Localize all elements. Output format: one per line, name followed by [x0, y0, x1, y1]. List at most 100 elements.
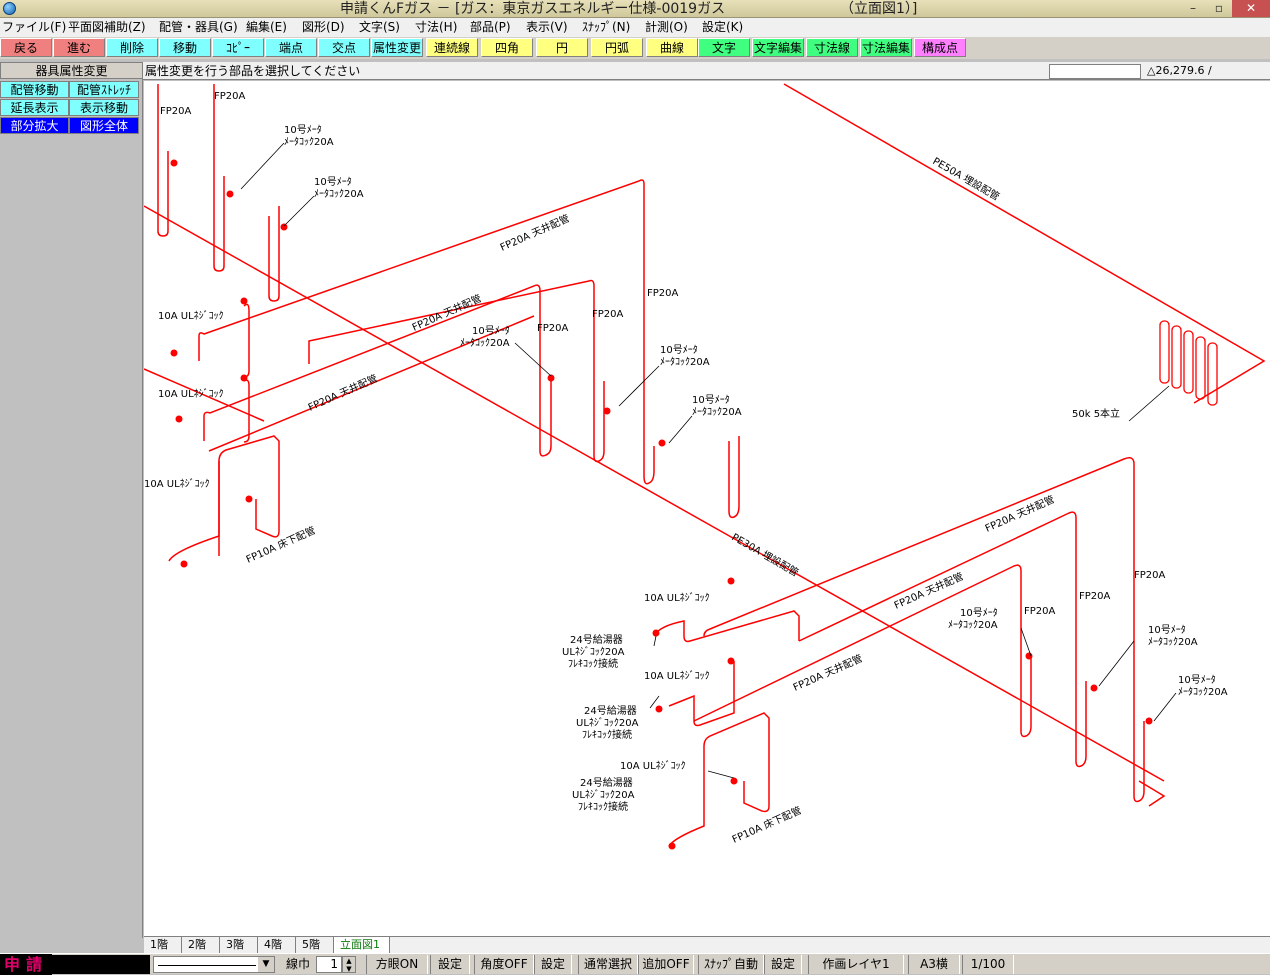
- label-ul-cock[interactable]: 10A ULﾈｼﾞｺｯｸ: [644, 670, 710, 682]
- dimension-line-button[interactable]: 寸法線: [806, 38, 858, 57]
- tab-floor-3[interactable]: 3階: [220, 937, 258, 953]
- label-buried-pe50a[interactable]: PE50A 埋設配管: [931, 154, 1003, 203]
- label-fp20a[interactable]: FP20A: [1024, 606, 1056, 617]
- label-meter[interactable]: 10号ﾒｰﾀ: [960, 607, 998, 619]
- view-move-button[interactable]: 表示移動: [69, 99, 139, 116]
- tab-elevation-1[interactable]: 立面図1: [334, 937, 390, 953]
- close-button[interactable]: ✕: [1232, 0, 1270, 17]
- drawing-scale[interactable]: 1/100: [962, 955, 1014, 974]
- label-gas-cylinders[interactable]: 50k 5本立: [1072, 407, 1120, 420]
- label-fp20a[interactable]: FP20A: [214, 91, 246, 102]
- minimize-button[interactable]: –: [1190, 1, 1196, 15]
- text-button[interactable]: 文字: [698, 38, 750, 57]
- label-ul-cock[interactable]: 10A ULﾈｼﾞｺｯｸ: [620, 760, 686, 772]
- menu-shape[interactable]: 図形(D): [302, 20, 345, 34]
- menu-view[interactable]: 表示(V): [526, 20, 568, 34]
- label-heater-cock[interactable]: ULﾈｼﾞｺｯｸ20A: [562, 646, 625, 658]
- menu-file[interactable]: ファイル(F): [2, 20, 67, 34]
- angle-toggle[interactable]: 角度OFF: [474, 955, 534, 974]
- forward-button[interactable]: 進む: [53, 38, 105, 57]
- label-heater-flex[interactable]: ﾌﾚｷｺｯｸ接続: [578, 800, 628, 813]
- menu-parts[interactable]: 部品(P): [470, 20, 511, 34]
- arc-button[interactable]: 円弧: [591, 38, 643, 57]
- color-swatch[interactable]: [52, 955, 150, 974]
- curve-button[interactable]: 曲線: [646, 38, 698, 57]
- label-meter-cock[interactable]: ﾒｰﾀｺｯｸ20A: [1148, 636, 1198, 648]
- label-fp20a[interactable]: FP20A: [537, 323, 569, 334]
- pipe-move-button[interactable]: 配管移動: [0, 81, 69, 98]
- label-fp20a[interactable]: FP20A: [1079, 591, 1111, 602]
- label-heater-flex[interactable]: ﾌﾚｷｺｯｸ接続: [568, 657, 618, 670]
- label-meter-cock[interactable]: ﾒｰﾀｺｯｸ20A: [948, 619, 998, 631]
- label-ul-cock[interactable]: 10A ULﾈｼﾞｺｯｸ: [644, 592, 710, 604]
- menu-dimension[interactable]: 寸法(H): [415, 20, 458, 34]
- label-meter[interactable]: 10号ﾒｰﾀ: [472, 325, 510, 337]
- endpoint-button[interactable]: 端点: [265, 38, 317, 57]
- add-toggle[interactable]: 追加OFF: [638, 955, 694, 974]
- label-fp20a[interactable]: FP20A: [647, 288, 679, 299]
- isometric-piping-drawing[interactable]: FP20A FP20A 10号ﾒｰﾀ ﾒｰﾀｺｯｸ20A 10号ﾒｰﾀ ﾒｰﾀｺ…: [144, 81, 1270, 936]
- tab-floor-5[interactable]: 5階: [296, 937, 334, 953]
- extend-view-button[interactable]: 延長表示: [0, 99, 69, 116]
- line-style-select[interactable]: ▼: [153, 956, 275, 973]
- label-water-heater[interactable]: 24号給湯器: [584, 704, 637, 717]
- label-meter-cock[interactable]: ﾒｰﾀｺｯｸ20A: [284, 136, 334, 148]
- label-fp20a[interactable]: FP20A: [1134, 570, 1166, 581]
- menu-text[interactable]: 文字(S): [359, 20, 400, 34]
- line-width-input[interactable]: 1: [316, 956, 342, 973]
- drawing-layer[interactable]: 作画レイヤ1: [808, 955, 904, 974]
- label-meter[interactable]: 10号ﾒｰﾀ: [692, 394, 730, 406]
- menu-snap[interactable]: ｽﾅｯﾌﾟ(N): [582, 20, 631, 34]
- label-underfloor-pipe[interactable]: FP10A 床下配管: [730, 804, 803, 846]
- menu-measure[interactable]: 計測(O): [645, 20, 688, 34]
- label-water-heater[interactable]: 24号給湯器: [580, 776, 633, 789]
- label-ul-cock[interactable]: 10A ULﾈｼﾞｺｯｸ: [158, 310, 224, 322]
- drawing-canvas[interactable]: FP20A FP20A 10号ﾒｰﾀ ﾒｰﾀｺｯｸ20A 10号ﾒｰﾀ ﾒｰﾀｺ…: [144, 81, 1270, 936]
- angle-settings-button[interactable]: 設定: [534, 955, 572, 974]
- label-fp20a[interactable]: FP20A: [160, 106, 192, 117]
- label-ceiling-pipe[interactable]: FP20A 天井配管: [892, 570, 965, 612]
- label-ul-cock[interactable]: 10A ULﾈｼﾞｺｯｸ: [144, 478, 210, 490]
- label-meter-cock[interactable]: ﾒｰﾀｺｯｸ20A: [660, 356, 710, 368]
- label-meter[interactable]: 10号ﾒｰﾀ: [1178, 674, 1216, 686]
- snap-settings-button[interactable]: 設定: [764, 955, 802, 974]
- grid-settings-button[interactable]: 設定: [430, 955, 470, 974]
- menu-plan-assist[interactable]: 平面図補助(Z): [68, 20, 146, 34]
- delete-button[interactable]: 削除: [106, 38, 158, 57]
- zoom-all-button[interactable]: 図形全体: [69, 117, 139, 134]
- label-meter[interactable]: 10号ﾒｰﾀ: [660, 344, 698, 356]
- label-ceiling-pipe[interactable]: FP20A 天井配管: [983, 493, 1056, 535]
- copy-button[interactable]: ｺﾋﾟｰ: [212, 38, 264, 57]
- label-water-heater[interactable]: 24号給湯器: [570, 633, 623, 646]
- label-fp20a[interactable]: FP20A: [592, 309, 624, 320]
- pipe-stretch-button[interactable]: 配管ｽﾄﾚｯﾁ: [69, 81, 139, 98]
- tab-floor-1[interactable]: 1階: [144, 937, 182, 953]
- line-width-stepper[interactable]: ▲▼: [342, 956, 356, 973]
- label-heater-cock[interactable]: ULﾈｼﾞｺｯｸ20A: [572, 789, 635, 801]
- menu-edit[interactable]: 編集(E): [246, 20, 287, 34]
- select-mode[interactable]: 通常選択: [578, 955, 638, 974]
- intersection-button[interactable]: 交点: [318, 38, 370, 57]
- rectangle-button[interactable]: 四角: [481, 38, 533, 57]
- move-button[interactable]: 移動: [159, 38, 211, 57]
- vertex-button[interactable]: 構成点: [914, 38, 966, 57]
- tab-floor-2[interactable]: 2階: [182, 937, 220, 953]
- app-icon[interactable]: [3, 2, 16, 15]
- circle-button[interactable]: 円: [536, 38, 588, 57]
- label-meter[interactable]: 10号ﾒｰﾀ: [1148, 624, 1186, 636]
- label-meter-cock[interactable]: ﾒｰﾀｺｯｸ20A: [1178, 686, 1228, 698]
- label-ceiling-pipe[interactable]: FP20A 天井配管: [791, 652, 864, 694]
- paper-size[interactable]: A3横: [908, 955, 960, 974]
- label-meter[interactable]: 10号ﾒｰﾀ: [284, 124, 322, 136]
- label-meter-cock[interactable]: ﾒｰﾀｺｯｸ20A: [692, 406, 742, 418]
- label-meter-cock[interactable]: ﾒｰﾀｺｯｸ20A: [460, 337, 510, 349]
- attribute-change-button[interactable]: 属性変更: [371, 38, 423, 57]
- label-heater-flex[interactable]: ﾌﾚｷｺｯｸ接続: [582, 728, 632, 741]
- menu-piping[interactable]: 配管・器具(G): [159, 20, 238, 34]
- text-edit-button[interactable]: 文字編集: [752, 38, 804, 57]
- maximize-button[interactable]: ▫: [1214, 1, 1224, 15]
- coordinate-input[interactable]: [1049, 64, 1141, 79]
- label-meter[interactable]: 10号ﾒｰﾀ: [314, 176, 352, 188]
- label-buried-pe30a[interactable]: PE30A 埋設配管: [730, 530, 802, 579]
- grid-toggle[interactable]: 方眼ON: [366, 955, 428, 974]
